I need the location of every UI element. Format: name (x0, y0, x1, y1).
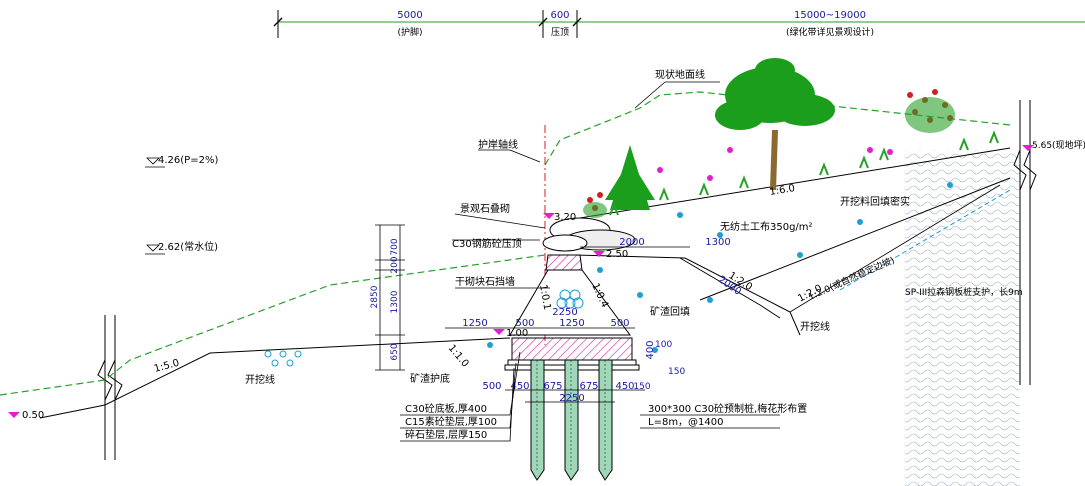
dim-v-650: 650 (390, 343, 400, 360)
vertical-dims (375, 224, 405, 371)
dim-h-1250: 1250 (462, 318, 487, 329)
dim-b-150: 150 (633, 382, 650, 392)
dim-v-2850: 2850 (370, 285, 380, 308)
label-excavation-fill: 开挖料回填密实 (840, 195, 910, 208)
label-steel-sheet: SP-III拉森钢板桩支护，长9m (905, 286, 1023, 298)
slope-toe-10: 1:1.0 (446, 343, 471, 370)
level-right-top: 5.65(现地坪) (1032, 139, 1085, 151)
dim-15000-note: (绿化带详见景观设计) (786, 26, 874, 38)
level-normal: 2.62(常水位) (158, 240, 218, 253)
dim-v-700: 700 (390, 238, 400, 255)
label-stable-slope: 1:2.0(或自然稳定边坡) (806, 254, 896, 303)
level-markers: 4.26(P=2%) 2.62(常水位) 0.50 5.65(现地坪) 3.20… (8, 139, 1085, 421)
label-geotextile: 无纺土工布350g/m² (720, 220, 813, 233)
dim-h-2250: 2250 (552, 307, 577, 318)
dim-v-200: 200 (390, 256, 400, 273)
label-gravel-pad: 碎石垫层,层厚150 (405, 428, 487, 441)
level-base: 1.00 (506, 328, 528, 339)
dim-b-500: 500 (482, 381, 501, 392)
dim-h-500: 500 (515, 318, 534, 329)
label-c15-pad: C15素砼垫层,厚100 (405, 415, 497, 428)
vegetation (264, 58, 999, 367)
dim-5000-note: (护脚) (397, 26, 422, 38)
level-mid: 2.50 (606, 249, 628, 260)
slope-wall-01: 1:0.1 (537, 284, 552, 311)
dim-b-675: 675 (543, 381, 562, 392)
label-landscape-stone: 景观石叠砌 (460, 203, 510, 215)
top-dimension-line: 5000 (护脚) 600 压顶 15000~19000 (绿化带详见景观设计) (273, 10, 1085, 38)
dim-600-note: 压顶 (551, 27, 569, 38)
dim-b-675b: 675 (579, 381, 598, 392)
dim-v-100: 100 (655, 340, 672, 350)
label-slag-fill: 矿渣回填 (650, 305, 690, 318)
label-slag-toe: 矿渣护底 (410, 372, 450, 385)
dim-600: 600 (550, 10, 569, 21)
label-c30-cap: C30钢筋砼压顶 (452, 237, 522, 250)
dim-b-450: 450 (510, 381, 529, 392)
label-bank-axis: 护岸轴线 (478, 138, 518, 151)
label-excavation-line-right: 开挖线 (800, 320, 830, 333)
dim-b-450b: 450 (615, 381, 634, 392)
dim-h-2000: 2000 (619, 237, 644, 248)
level-flood: 4.26(P=2%) (158, 155, 218, 166)
ground-lines (0, 81, 1011, 419)
slope-top: 1:6.0 (769, 183, 796, 198)
dim-h-1250b: 1250 (559, 318, 584, 329)
slope-left: 1:5.0 (153, 358, 181, 375)
label-pile-spec: 300*300 C30砼预制桩,梅花形布置 (648, 402, 807, 415)
level-left-bottom: 0.50 (22, 410, 44, 421)
dim-v-1300: 1300 (390, 290, 400, 313)
horizontal-dims (445, 246, 690, 403)
dim-h-1300: 1300 (705, 237, 730, 248)
label-excavation-line-left: 开挖线 (245, 373, 275, 386)
dim-15000: 15000~19000 (794, 10, 866, 21)
dim-b-2250: 2250 (559, 393, 584, 404)
label-dry-masonry: 干砌块石挡墙 (455, 275, 515, 288)
dim-5000: 5000 (397, 10, 422, 21)
label-c30-base: C30砼底板,厚400 (405, 402, 487, 415)
level-top: 3.20 (554, 212, 576, 223)
dim-v-400: 400 (645, 340, 656, 359)
left-break-lines (97, 315, 123, 460)
dim-h-500b: 500 (610, 318, 629, 329)
label-pile-length: L=8m，@1400 (648, 417, 724, 428)
label-current-ground: 现状地面线 (655, 68, 705, 81)
dim-v-150: 150 (668, 367, 685, 377)
